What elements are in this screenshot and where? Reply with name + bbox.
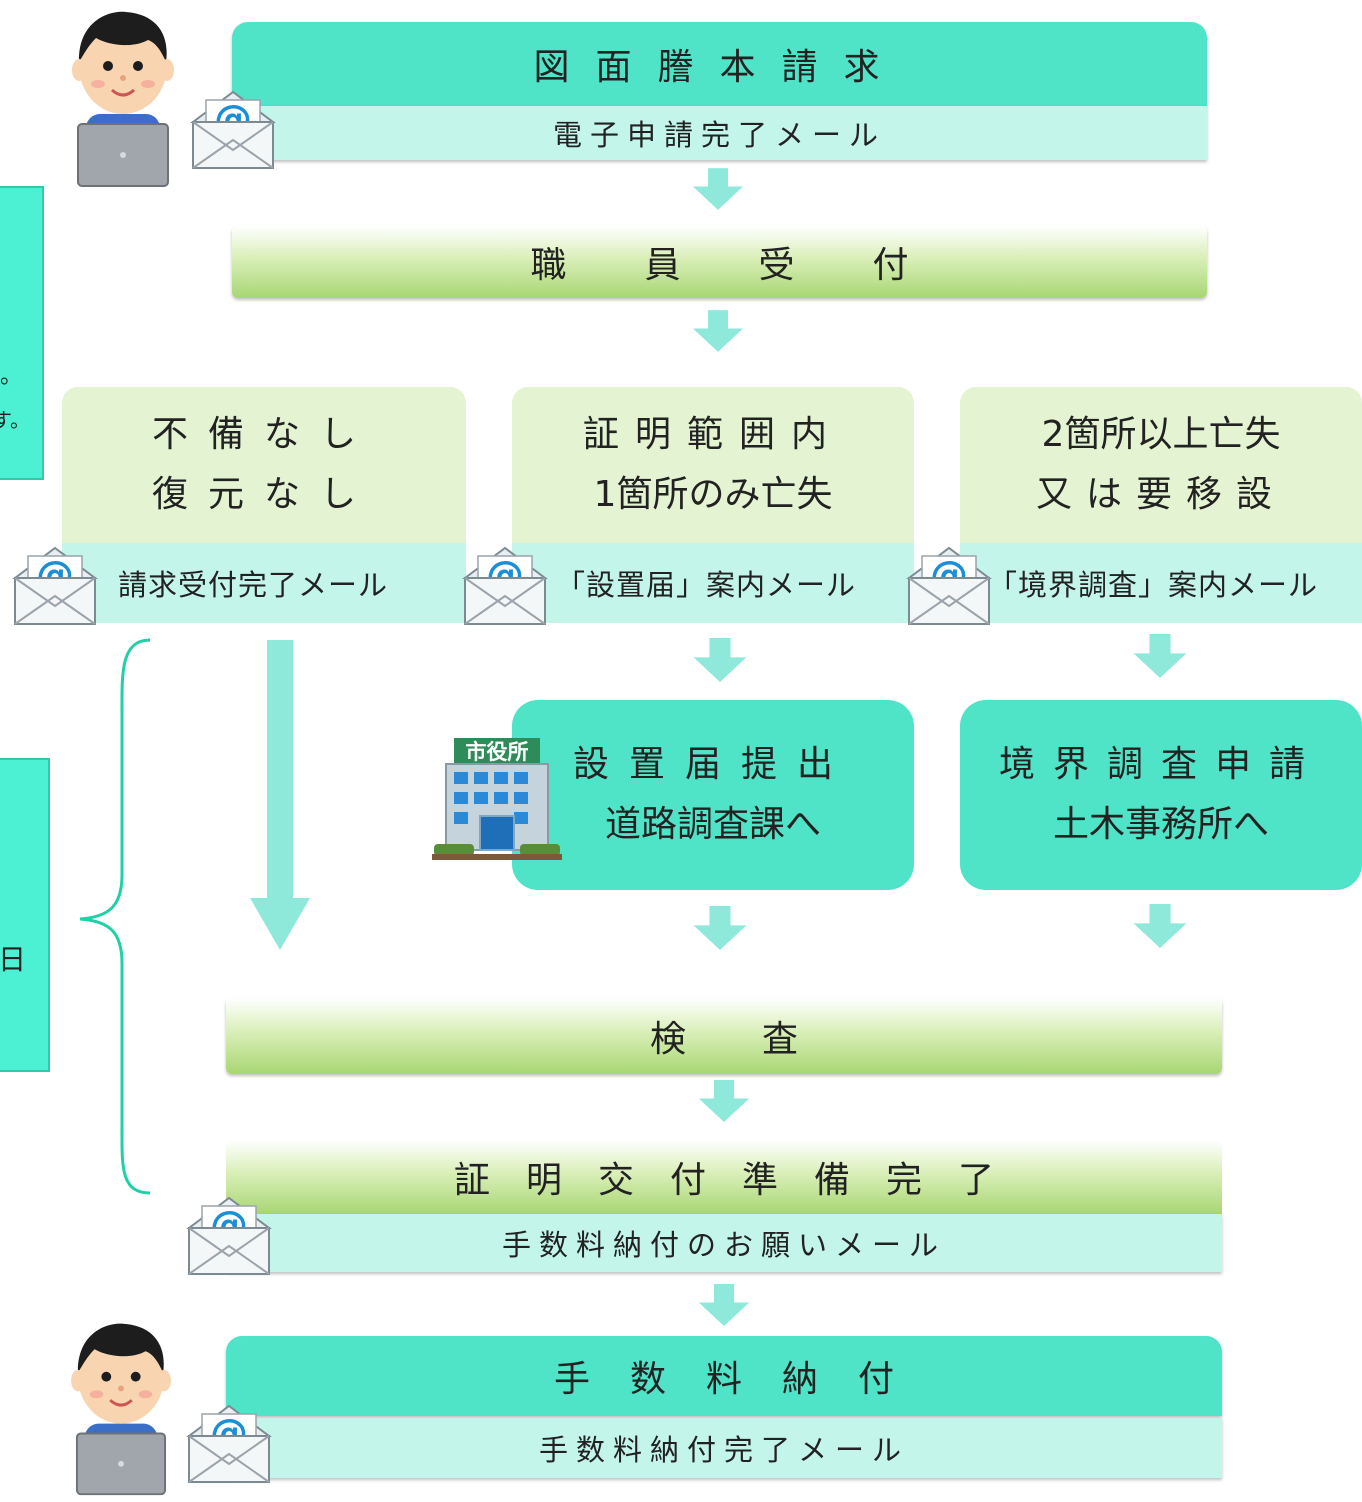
step-request-mail: 電子申請完了メール: [232, 106, 1207, 160]
side-note-fragment: 日: [0, 943, 27, 976]
step-request-title-text: 図面謄本請求: [533, 47, 906, 88]
step-fee-payment: 手数料納付: [226, 1336, 1222, 1416]
envelope-at-icon: [188, 84, 278, 174]
step-inspection-text: 検査: [649, 1019, 874, 1060]
step-fee-mail-text: 手数料納付完了メール: [538, 1433, 909, 1467]
branch-multiple-lost: 2箇所以上亡失 又は要移設: [960, 387, 1362, 543]
step-submit-line2: 道路調査課へ: [604, 804, 821, 845]
city-hall-icon: [432, 732, 562, 862]
side-note-fragment: 。: [0, 364, 23, 389]
side-note-fragment: す。: [0, 408, 30, 432]
step-inspection: 検査: [226, 998, 1222, 1074]
step-staff-reception-text: 職員受付: [530, 245, 987, 286]
envelope-at-icon: [184, 1398, 274, 1488]
step-staff-reception: 職員受付: [232, 226, 1207, 298]
branch-one-lost-mail-text: 「設置届」案内メール: [556, 568, 857, 602]
envelope-at-icon: [10, 540, 100, 630]
step-request-title: 図面謄本請求: [232, 22, 1207, 106]
step-ready-mail-text: 手数料納付のお願いメール: [501, 1228, 946, 1262]
branch-no-defect: 不備なし 復元なし: [62, 387, 466, 543]
step-fee-payment-text: 手数料納付: [553, 1359, 934, 1400]
branch-multiple-lost-line1: 2箇所以上亡失: [1041, 414, 1281, 455]
down-arrow-icon: [693, 906, 747, 950]
step-boundary-survey: 境界調査申請 土木事務所へ: [960, 700, 1362, 890]
step-request-mail-text: 電子申請完了メール: [552, 118, 886, 152]
down-arrow-icon: [698, 1284, 750, 1326]
step-ready: 証明交付準備完了: [226, 1140, 1222, 1214]
step-submit-installation: 設置届提出 道路調査課へ: [512, 700, 914, 890]
branch-multiple-lost-line2: 又は要移設: [1035, 474, 1286, 515]
branch-one-lost: 証明範囲内 1箇所のみ亡失: [512, 387, 914, 543]
person-laptop-icon: [68, 4, 178, 194]
branch-one-lost-line1: 証明範囲内: [582, 414, 843, 455]
down-arrow-icon: [698, 1080, 750, 1122]
curly-brace: [79, 638, 151, 1195]
branch-no-defect-mail-text: 請求受付完了メール: [118, 568, 389, 602]
step-survey-line1: 境界調査申請: [998, 744, 1323, 785]
envelope-at-icon: [460, 540, 550, 630]
branch-no-defect-mail: 請求受付完了メール: [62, 543, 466, 623]
envelope-at-icon: [184, 1190, 274, 1280]
branch-multiple-lost-mail-text: 「境界調査」案内メール: [988, 568, 1319, 602]
down-arrow-icon: [1133, 634, 1187, 678]
side-note-box-lower: 日: [0, 758, 50, 1072]
step-fee-mail: 手数料納付完了メール: [226, 1418, 1222, 1478]
down-arrow-icon: [693, 168, 743, 210]
branch-multiple-lost-mail: 「境界調査」案内メール: [960, 543, 1362, 623]
step-ready-mail: 手数料納付のお願いメール: [226, 1214, 1222, 1272]
down-arrow-icon: [693, 310, 743, 352]
step-ready-text: 証明交付準備完了: [453, 1160, 1030, 1201]
branch-one-lost-mail: 「設置届」案内メール: [512, 543, 914, 623]
step-survey-line2: 土木事務所へ: [1052, 804, 1269, 845]
step-submit-line1: 設置届提出: [572, 744, 853, 785]
envelope-at-icon: [904, 540, 994, 630]
down-arrow-long-icon: [250, 640, 310, 950]
person-laptop-icon: [66, 1316, 176, 1502]
branch-no-defect-line1: 不備なし: [151, 414, 376, 455]
side-note-box-upper: 。 す。: [0, 186, 44, 480]
down-arrow-icon: [1133, 904, 1187, 948]
branch-no-defect-line2: 復元なし: [151, 474, 376, 515]
branch-one-lost-line2: 1箇所のみ亡失: [593, 474, 833, 515]
down-arrow-icon: [693, 638, 747, 682]
